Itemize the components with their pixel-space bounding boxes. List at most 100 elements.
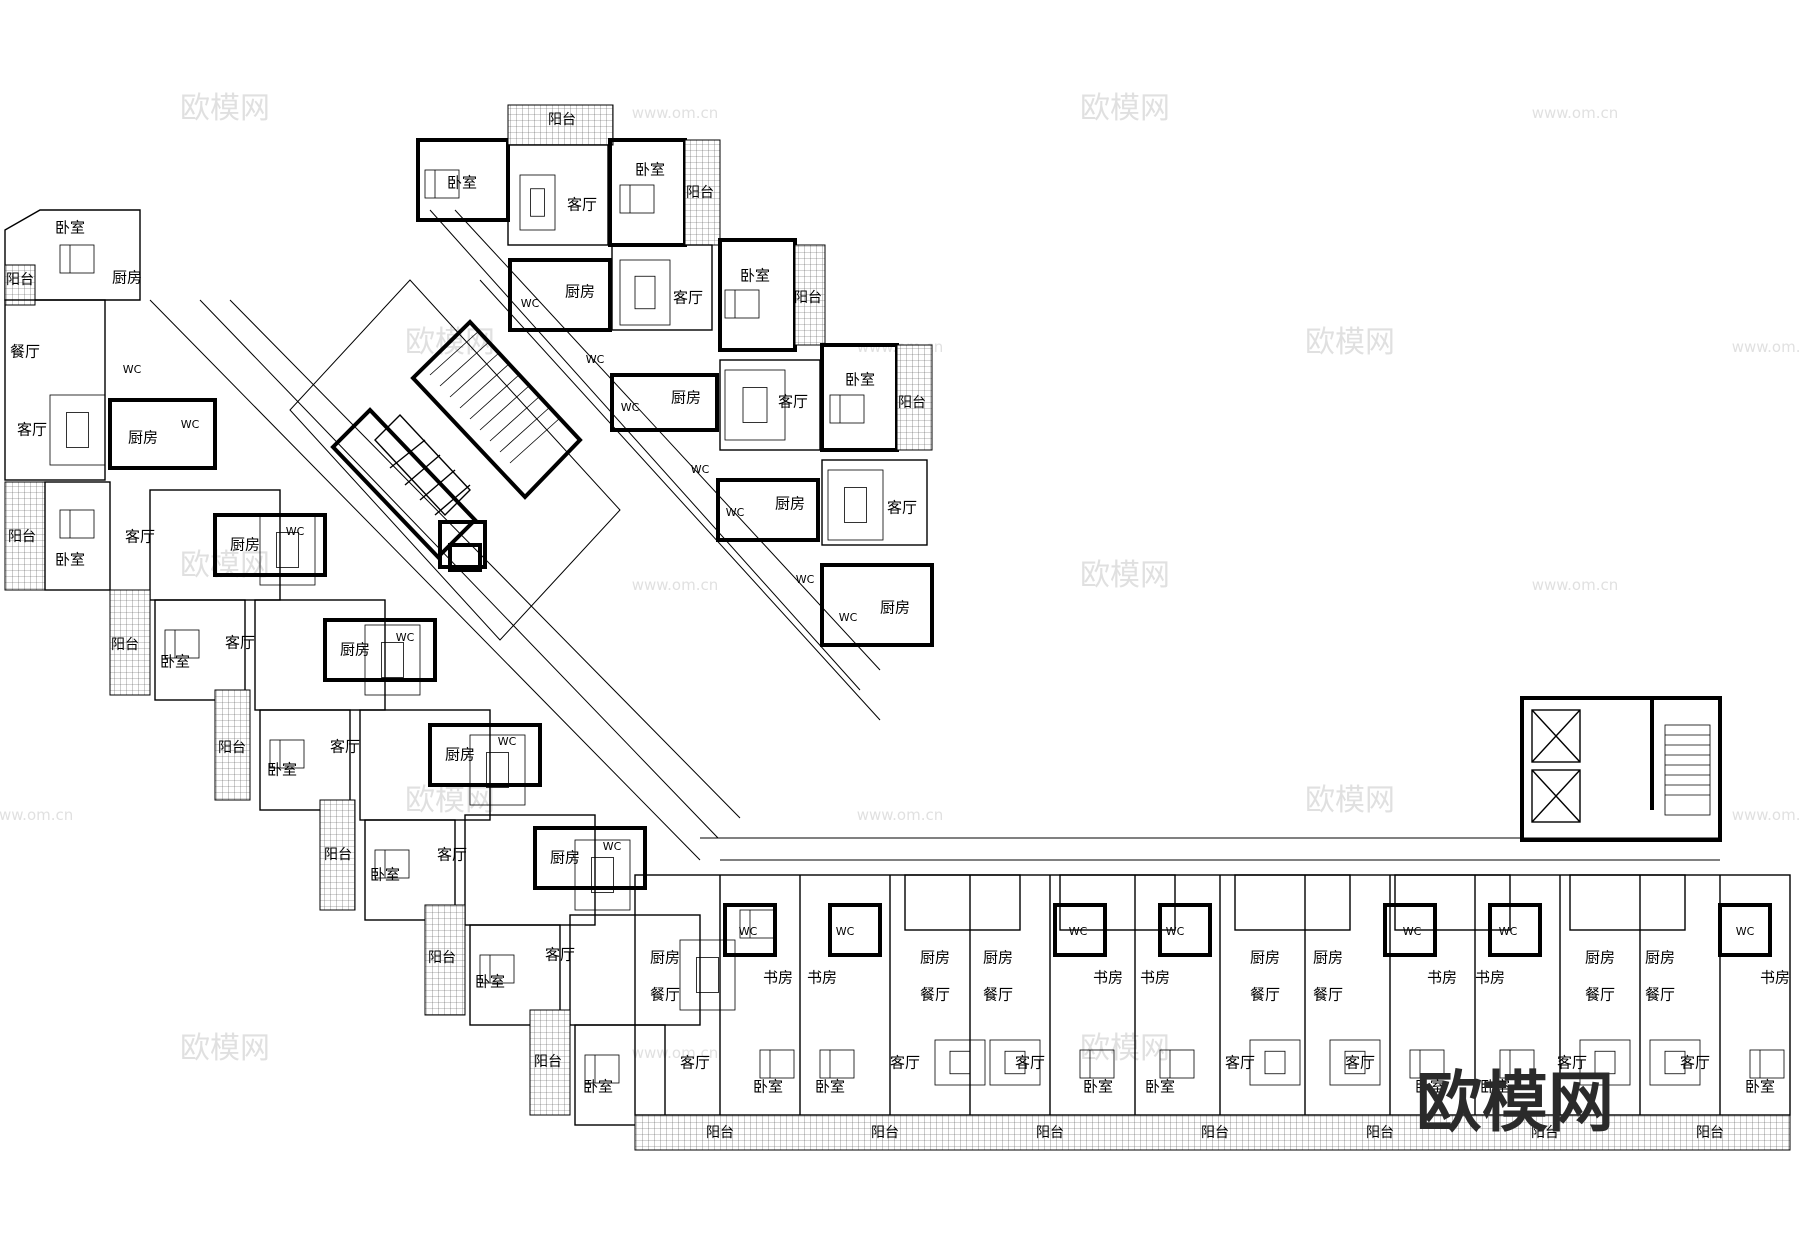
- wc-wall: [828, 903, 882, 957]
- room-label-bedroom: 卧室: [1145, 1078, 1175, 1096]
- watermark-url: www.om.cn: [1732, 338, 1800, 356]
- watermark-brand: 欧模网: [180, 1031, 270, 1066]
- table-icon: [1344, 1050, 1366, 1075]
- room-label-study: 书房: [1093, 969, 1123, 987]
- room-label-dining: 餐厅: [1250, 986, 1280, 1004]
- table-icon: [949, 1050, 971, 1075]
- balcony-area: [424, 904, 466, 1016]
- watermark-brand: 欧模网: [1080, 558, 1170, 593]
- room-label-bedroom: 卧室: [583, 1078, 613, 1096]
- bed-icon: [1409, 1049, 1445, 1079]
- room-label-kitchen: 厨房: [340, 641, 370, 659]
- room-label-living: 客厅: [890, 1054, 920, 1072]
- table-icon: [1664, 1050, 1686, 1075]
- sofa-icon: [519, 174, 556, 231]
- room-label-kitchen: 厨房: [565, 283, 595, 301]
- watermark-url: www.om.cn: [0, 806, 73, 824]
- room-label-living: 客厅: [125, 528, 155, 546]
- room-label-balcony: 阳台: [1201, 1125, 1229, 1141]
- room-label-balcony: 阳台: [218, 740, 246, 756]
- room-label-wc: WC: [1069, 925, 1088, 938]
- main-core: [330, 319, 583, 572]
- balcony-area: [634, 1114, 1791, 1151]
- watermark-url: www.om.cn: [1532, 576, 1619, 594]
- room-label-wc: WC: [739, 925, 758, 938]
- wc-wall: [1718, 903, 1772, 957]
- bed-icon: [829, 394, 865, 424]
- unit-outline: [154, 599, 246, 701]
- table-icon: [530, 188, 545, 217]
- room-label-bedroom: 卧室: [1415, 1078, 1445, 1096]
- light-well: [1059, 874, 1176, 931]
- unit-wall: [820, 563, 934, 647]
- unit-outline: [821, 459, 928, 546]
- room-label-kitchen: 厨房: [920, 949, 950, 967]
- watermark-brand: 欧模网: [1305, 783, 1395, 818]
- room-label-dining: 餐厅: [983, 986, 1013, 1004]
- unit-outline: [464, 814, 596, 926]
- room-label-study: 书房: [1475, 969, 1505, 987]
- room-label-balcony: 阳台: [534, 1054, 562, 1070]
- room-label-bedroom: 卧室: [160, 653, 190, 671]
- unit-outline: [4, 299, 106, 481]
- bed-icon: [479, 954, 515, 984]
- room-label-balcony: 阳台: [324, 847, 352, 863]
- room-label-bedroom: 卧室: [55, 219, 85, 237]
- sofa-icon: [574, 839, 631, 911]
- sofa-icon: [364, 624, 421, 696]
- room-label-wc: WC: [836, 925, 855, 938]
- room-label-balcony: 阳台: [428, 950, 456, 966]
- room-label-balcony: 阳台: [1036, 1125, 1064, 1141]
- room-label-wc: WC: [1403, 925, 1422, 938]
- room-label-living: 客厅: [437, 846, 467, 864]
- bed-icon: [1079, 1049, 1115, 1079]
- watermark-brand: 欧模网: [1080, 1031, 1170, 1066]
- room-label-kitchen: 厨房: [880, 599, 910, 617]
- room-label-balcony: 阳台: [1696, 1125, 1724, 1141]
- room-label-living: 客厅: [1015, 1054, 1045, 1072]
- room-label-wc: WC: [1499, 925, 1518, 938]
- room-label-living: 客厅: [673, 289, 703, 307]
- balcony-area: [684, 139, 721, 246]
- watermark-brand: 欧模网: [180, 91, 270, 126]
- watermark-brand: 欧模网: [405, 783, 495, 818]
- table-icon: [276, 532, 299, 568]
- watermark-brand: 欧模网: [180, 548, 270, 583]
- unit-wall: [533, 826, 647, 890]
- sofa-icon: [1329, 1039, 1381, 1086]
- room-label-living: 客厅: [1225, 1054, 1255, 1072]
- sofa-icon: [469, 734, 526, 806]
- bed-icon: [759, 1049, 795, 1079]
- bed-icon: [59, 244, 95, 274]
- room-label-kitchen: 厨房: [1645, 949, 1675, 967]
- unit-outline: [611, 244, 713, 331]
- room-label-kitchen: 厨房: [1250, 949, 1280, 967]
- sofa-icon: [49, 394, 106, 466]
- room-label-dining: 餐厅: [1645, 986, 1675, 1004]
- room-label-living: 客厅: [17, 421, 47, 439]
- table-icon: [66, 412, 89, 448]
- room-label-wc: WC: [839, 611, 858, 624]
- bed-icon: [424, 169, 460, 199]
- room-label-bedroom: 卧室: [370, 866, 400, 884]
- watermark-url: www.om.cn: [1532, 104, 1619, 122]
- table-icon: [486, 752, 509, 788]
- room-label-bedroom: 卧室: [635, 161, 665, 179]
- bed-icon: [1159, 1049, 1195, 1079]
- room-label-kitchen: 厨房: [550, 849, 580, 867]
- room-label-wc: WC: [621, 401, 640, 414]
- room-label-bedroom: 卧室: [55, 551, 85, 569]
- logo-text: 欧模网: [1416, 1064, 1614, 1141]
- watermark-brand: 欧模网: [1080, 91, 1170, 126]
- balcony-area: [4, 481, 46, 591]
- room-label-kitchen: 厨房: [128, 429, 158, 447]
- room-label-wc: WC: [498, 735, 517, 748]
- watermark-url: www.om.cn: [1732, 806, 1800, 824]
- room-label-living: 客厅: [545, 946, 575, 964]
- room-label-balcony: 阳台: [871, 1125, 899, 1141]
- room-label-study: 书房: [1140, 969, 1170, 987]
- room-label-bedroom: 卧室: [845, 371, 875, 389]
- room-label-living: 客厅: [1557, 1054, 1587, 1072]
- unit-wall: [213, 513, 327, 577]
- room-label-balcony: 阳台: [111, 637, 139, 653]
